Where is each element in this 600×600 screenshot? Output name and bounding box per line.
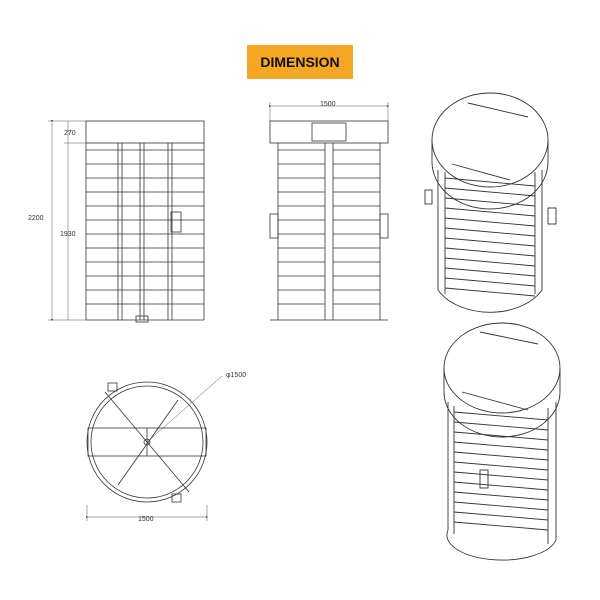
- dimension-side-width: 1500: [320, 101, 336, 108]
- dimension-plan-width: 1500: [138, 516, 154, 523]
- plan-view-outer-circle: [86, 381, 208, 503]
- iso-lower-bar: [453, 411, 549, 421]
- iso-lower-card-reader: [479, 469, 489, 489]
- iso-lower-bars: [453, 411, 549, 531]
- iso-upper-bar: [444, 217, 536, 227]
- page-title: DIMENSION: [247, 45, 353, 79]
- iso-lower-bar: [453, 461, 549, 471]
- iso-lower-bar: [453, 481, 549, 491]
- front-view: [85, 120, 205, 323]
- iso-upper-bar: [444, 277, 536, 287]
- iso-upper-bar: [444, 197, 536, 207]
- iso-lower-bar: [453, 521, 549, 531]
- dimension-height-top: 270: [64, 130, 76, 137]
- iso-upper-bar: [444, 187, 536, 197]
- front-view-bars: [86, 149, 204, 305]
- iso-upper-bars: [444, 177, 536, 297]
- iso-lower-bar: [453, 421, 549, 431]
- side-view-dimensions: [269, 102, 389, 121]
- iso-upper-bar: [444, 287, 536, 297]
- plan-view-dimensions: [86, 375, 223, 521]
- plan-view-post-bottom: [171, 493, 182, 503]
- iso-upper-bar: [444, 227, 536, 237]
- side-view-bars: [278, 149, 380, 305]
- front-view-card-reader: [170, 211, 182, 233]
- dimension-height-inner: 1930: [60, 231, 76, 238]
- iso-lower-bar: [453, 511, 549, 521]
- side-view: [269, 120, 389, 321]
- iso-view-upper: [424, 92, 557, 313]
- iso-upper-bar: [444, 247, 536, 257]
- iso-upper-bar: [444, 237, 536, 247]
- front-view-base: [135, 315, 149, 323]
- iso-lower-bar: [453, 441, 549, 451]
- iso-upper-bar: [444, 257, 536, 267]
- front-view-top-cabinet: [85, 120, 205, 144]
- iso-upper-reader-right: [547, 207, 557, 225]
- iso-lower-bar: [453, 471, 549, 481]
- iso-view-lower: [443, 322, 561, 561]
- iso-upper-bar: [444, 207, 536, 217]
- side-view-card-reader-right: [379, 213, 389, 239]
- side-view-card-reader-left: [269, 213, 279, 239]
- iso-upper-bar: [444, 267, 536, 277]
- iso-lower-bar: [453, 451, 549, 461]
- iso-lower-bar: [453, 491, 549, 501]
- plan-view-post-top: [107, 382, 118, 392]
- side-view-top-cabinet: [269, 120, 389, 144]
- dimension-height-total: 2200: [28, 215, 44, 222]
- dimension-diameter: φ1500: [226, 372, 246, 379]
- iso-upper-top-cover: [431, 92, 549, 188]
- iso-upper-reader-left: [424, 189, 433, 205]
- iso-upper-bar: [444, 177, 536, 187]
- front-view-dimensions: [48, 120, 86, 321]
- iso-lower-bar: [453, 431, 549, 441]
- iso-lower-bar: [453, 501, 549, 511]
